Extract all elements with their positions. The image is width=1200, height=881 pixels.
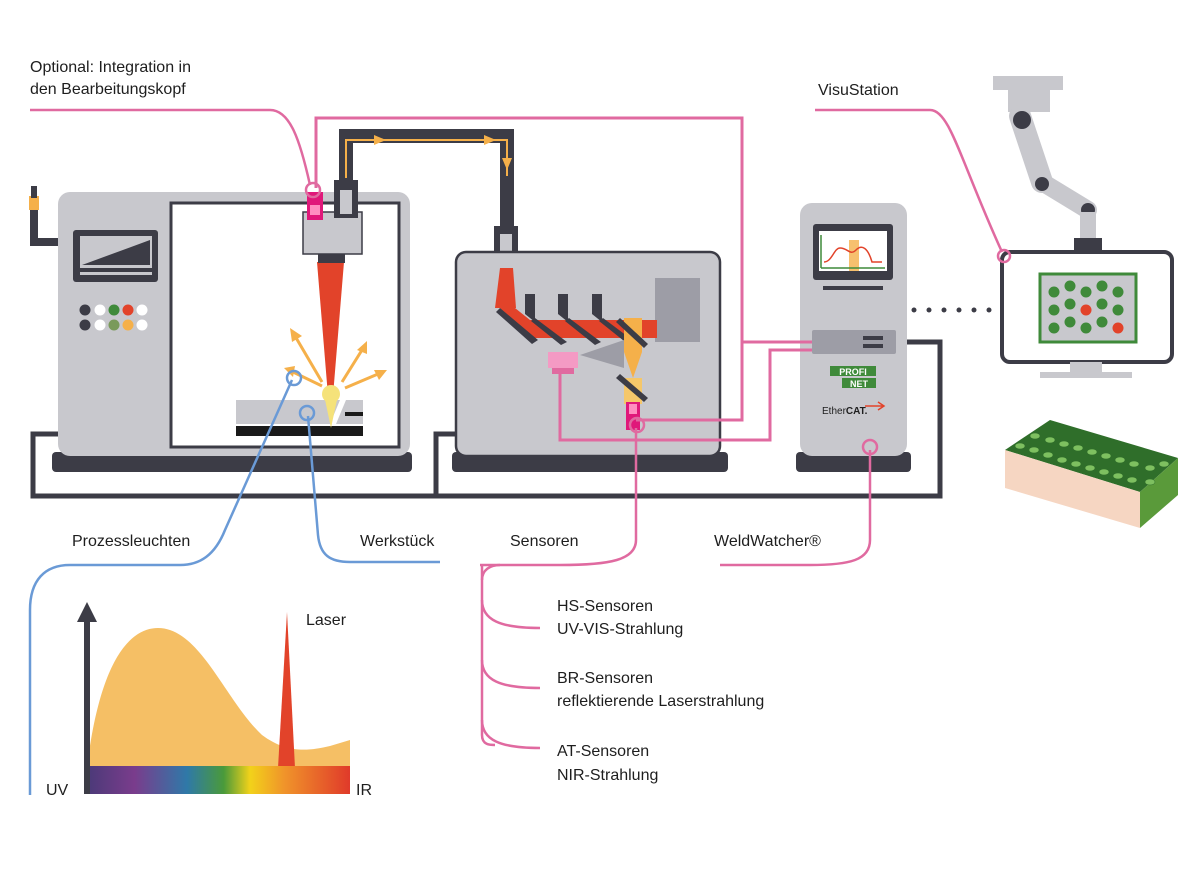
laser-machine bbox=[29, 180, 412, 472]
cell-status-dots bbox=[1048, 280, 1124, 334]
visustation-label: VisuStation bbox=[818, 82, 899, 99]
profinet-logo: PROFI NET bbox=[830, 366, 876, 389]
process-light-curve bbox=[87, 628, 350, 768]
network-dots bbox=[911, 307, 992, 313]
prozessleuchten-label: Prozessleuchten bbox=[72, 533, 190, 550]
ethercat-prefix: Ether bbox=[822, 406, 847, 417]
laser-label: Laser bbox=[306, 612, 347, 629]
visustation-monitor bbox=[1000, 250, 1174, 378]
robot-arm bbox=[993, 76, 1102, 250]
machine-pipe bbox=[30, 198, 60, 246]
werkstueck-label: Werkstück bbox=[360, 533, 435, 550]
br-sensor-title: BR-Sensoren bbox=[557, 670, 653, 687]
battery-pack bbox=[1005, 420, 1178, 528]
ethercat-logo: EtherCAT. bbox=[822, 401, 886, 417]
br-sensor-desc: reflektierende Laserstrahlung bbox=[557, 693, 764, 710]
ir-label: IR bbox=[356, 782, 372, 799]
process-light-arrows bbox=[284, 328, 387, 390]
spectrum-chart: Laser UV IR bbox=[46, 602, 372, 799]
uv-label: UV bbox=[46, 782, 69, 799]
labels: Optional: Integration in den Bearbeitung… bbox=[30, 59, 899, 784]
workpiece bbox=[236, 400, 363, 436]
profinet-line2: NET bbox=[850, 379, 869, 389]
optional-label-line1: Optional: Integration in bbox=[30, 59, 191, 76]
weldwatcher-cabinet: PROFI NET EtherCAT. bbox=[796, 203, 911, 472]
at-sensor-title: AT-Sensoren bbox=[557, 743, 649, 760]
profinet-line1: PROFI bbox=[839, 367, 867, 377]
weldwatcher-label: WeldWatcher® bbox=[714, 533, 821, 550]
hs-sensor-desc: UV-VIS-Strahlung bbox=[557, 621, 683, 638]
svg-text:EtherCAT.: EtherCAT. bbox=[822, 406, 868, 417]
processing-head bbox=[302, 211, 363, 255]
optional-label-line2: den Bearbeitungskopf bbox=[30, 81, 186, 98]
sensor-unit bbox=[452, 250, 728, 472]
hs-sensor-title: HS-Sensoren bbox=[557, 598, 653, 615]
control-buttons bbox=[79, 304, 148, 331]
sensoren-label: Sensoren bbox=[510, 533, 579, 550]
callout-lines bbox=[28, 108, 1012, 795]
hs-sensor bbox=[548, 352, 578, 368]
spectrum-bar bbox=[87, 766, 350, 794]
at-sensor-desc: NIR-Strahlung bbox=[557, 767, 658, 784]
laser-beam bbox=[317, 262, 344, 408]
laser-peak bbox=[278, 612, 295, 768]
ethercat-suffix: CAT. bbox=[846, 406, 868, 417]
signal-lines bbox=[314, 116, 812, 442]
field-bus-cable bbox=[30, 339, 943, 499]
